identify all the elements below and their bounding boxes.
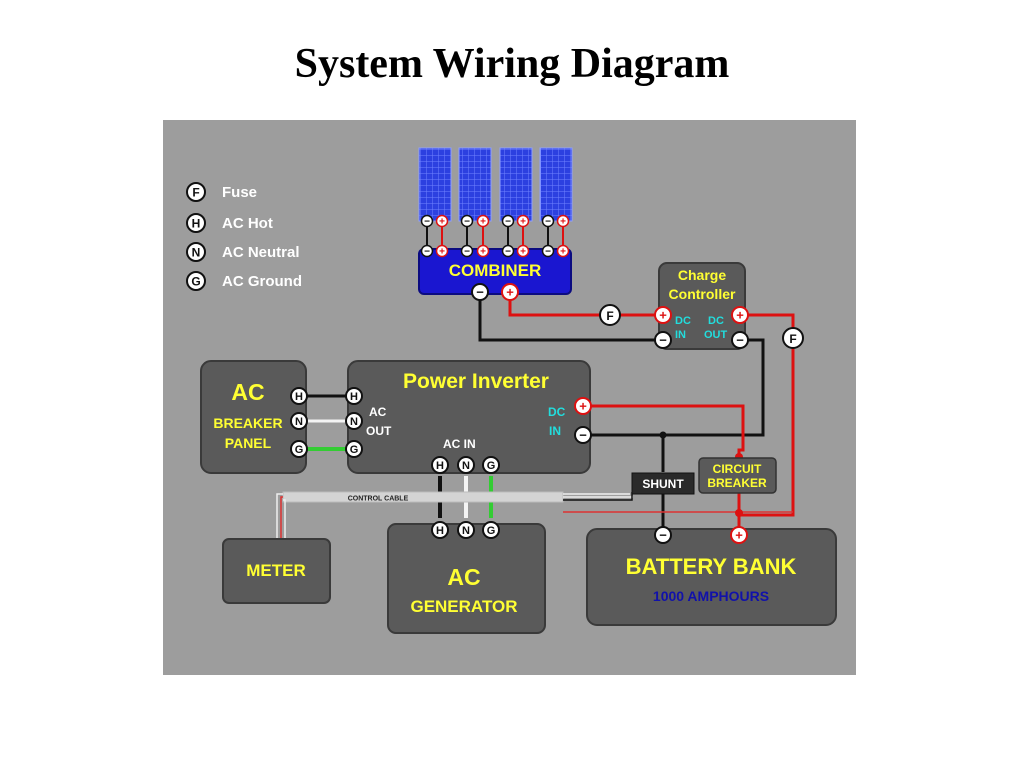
svg-text:OUT: OUT — [704, 329, 728, 341]
svg-text:DC: DC — [548, 405, 566, 419]
legend-item-ac-neutral: N AC Neutral — [186, 242, 300, 262]
svg-text:Fuse: Fuse — [222, 184, 257, 201]
svg-text:+: + — [735, 528, 743, 543]
svg-text:−: − — [736, 333, 744, 348]
combiner-negative-terminal — [471, 283, 489, 301]
svg-text:+: + — [520, 217, 526, 228]
svg-text:N: N — [462, 525, 470, 537]
svg-text:H: H — [350, 391, 358, 403]
svg-text:AC Ground: AC Ground — [222, 273, 302, 290]
svg-text:BATTERY BANK: BATTERY BANK — [626, 554, 797, 579]
svg-text:−: − — [424, 247, 430, 258]
svg-text:+: + — [439, 247, 445, 258]
svg-text:BREAKER: BREAKER — [707, 476, 767, 490]
svg-text:AC: AC — [231, 379, 264, 405]
svg-text:AC IN: AC IN — [443, 437, 476, 451]
page-title: System Wiring Diagram — [294, 41, 730, 87]
svg-text:Power Inverter: Power Inverter — [403, 370, 549, 393]
svg-text:F: F — [606, 309, 613, 323]
svg-text:−: − — [424, 217, 430, 228]
svg-text:+: + — [659, 308, 667, 323]
svg-text:G: G — [487, 525, 496, 537]
battery-bank: BATTERY BANK 1000 AMPHOURS − + — [586, 509, 837, 626]
svg-text:1000 AMPHOURS: 1000 AMPHOURS — [653, 588, 769, 604]
combiner-input-terminals: − + − + − + − + — [420, 244, 570, 258]
svg-text:METER: METER — [246, 561, 306, 580]
power-inverter: Power Inverter AC OUT AC IN DC IN H N G … — [345, 360, 592, 474]
svg-text:F: F — [192, 186, 199, 200]
svg-text:+: + — [560, 217, 566, 228]
svg-text:H: H — [436, 525, 444, 537]
legend-item-fuse: F Fuse — [186, 182, 257, 202]
shunt: SHUNT — [631, 431, 695, 495]
svg-text:DC: DC — [675, 315, 691, 327]
svg-text:N: N — [192, 246, 201, 260]
svg-text:N: N — [350, 416, 358, 428]
svg-text:H: H — [436, 460, 444, 472]
fuse-battery-line: F — [782, 327, 804, 349]
solar-panel-2: − + — [458, 147, 492, 228]
svg-text:IN: IN — [675, 329, 686, 341]
svg-text:CIRCUIT: CIRCUIT — [713, 462, 762, 476]
svg-text:+: + — [506, 285, 514, 300]
svg-text:−: − — [505, 247, 511, 258]
svg-text:+: + — [520, 247, 526, 258]
legend-item-ac-hot: H AC Hot — [186, 213, 273, 233]
combiner-positive-terminal — [501, 283, 519, 301]
svg-text:Controller: Controller — [669, 286, 736, 302]
combiner-label: COMBINER — [449, 261, 542, 280]
svg-text:BREAKER: BREAKER — [213, 415, 282, 431]
solar-panel-3: − + — [499, 147, 533, 228]
svg-text:Charge: Charge — [678, 267, 726, 283]
svg-text:F: F — [789, 332, 796, 346]
solar-panel-1: − + — [418, 147, 452, 228]
meter: METER — [222, 538, 331, 604]
svg-text:AC Hot: AC Hot — [222, 215, 273, 232]
svg-text:+: + — [579, 399, 587, 414]
svg-text:−: − — [659, 333, 667, 348]
svg-text:G: G — [487, 460, 496, 472]
charge-controller: Charge Controller DC IN DC OUT + − + − — [654, 262, 749, 350]
legend: F Fuse H AC Hot N AC Neutral G AC Ground — [186, 182, 302, 291]
solar-panel-array: − + − + − + − + — [418, 147, 573, 228]
wiring-diagram: F Fuse H AC Hot N AC Neutral G AC Ground… — [163, 120, 856, 675]
combiner-box: − + − + − + − + COMBINER − + — [418, 244, 572, 301]
svg-text:+: + — [480, 217, 486, 228]
control-cable-label: CONTROL CABLE — [348, 496, 409, 503]
svg-text:+: + — [480, 247, 486, 258]
svg-text:PANEL: PANEL — [225, 435, 272, 451]
svg-text:+: + — [439, 217, 445, 228]
svg-text:−: − — [659, 528, 667, 543]
svg-text:+: + — [560, 247, 566, 258]
ac-generator: AC GENERATOR H N G — [387, 521, 546, 634]
svg-text:OUT: OUT — [366, 424, 392, 438]
svg-text:G: G — [295, 444, 304, 456]
svg-text:−: − — [545, 217, 551, 228]
svg-text:−: − — [464, 217, 470, 228]
svg-text:N: N — [295, 416, 303, 428]
svg-text:AC: AC — [447, 564, 480, 590]
svg-text:−: − — [545, 247, 551, 258]
svg-text:AC Neutral: AC Neutral — [222, 244, 300, 261]
svg-text:G: G — [350, 444, 359, 456]
svg-text:N: N — [462, 460, 470, 472]
svg-text:−: − — [476, 285, 484, 300]
svg-text:H: H — [295, 391, 303, 403]
fuse-pv-line: F — [599, 304, 621, 326]
svg-text:−: − — [464, 247, 470, 258]
svg-text:+: + — [736, 308, 744, 323]
svg-text:G: G — [191, 275, 200, 289]
svg-text:AC: AC — [369, 405, 387, 419]
circuit-breaker: CIRCUIT BREAKER — [698, 453, 777, 494]
svg-text:−: − — [505, 217, 511, 228]
svg-text:GENERATOR: GENERATOR — [410, 597, 517, 616]
legend-item-ac-ground: G AC Ground — [186, 271, 302, 291]
ac-breaker-panel: AC BREAKER PANEL H N G — [200, 360, 308, 474]
svg-text:H: H — [192, 217, 201, 231]
svg-text:−: − — [579, 428, 587, 443]
svg-text:IN: IN — [549, 424, 561, 438]
svg-text:DC: DC — [708, 315, 724, 327]
svg-text:SHUNT: SHUNT — [642, 477, 684, 491]
solar-panel-4: − + — [539, 147, 573, 228]
